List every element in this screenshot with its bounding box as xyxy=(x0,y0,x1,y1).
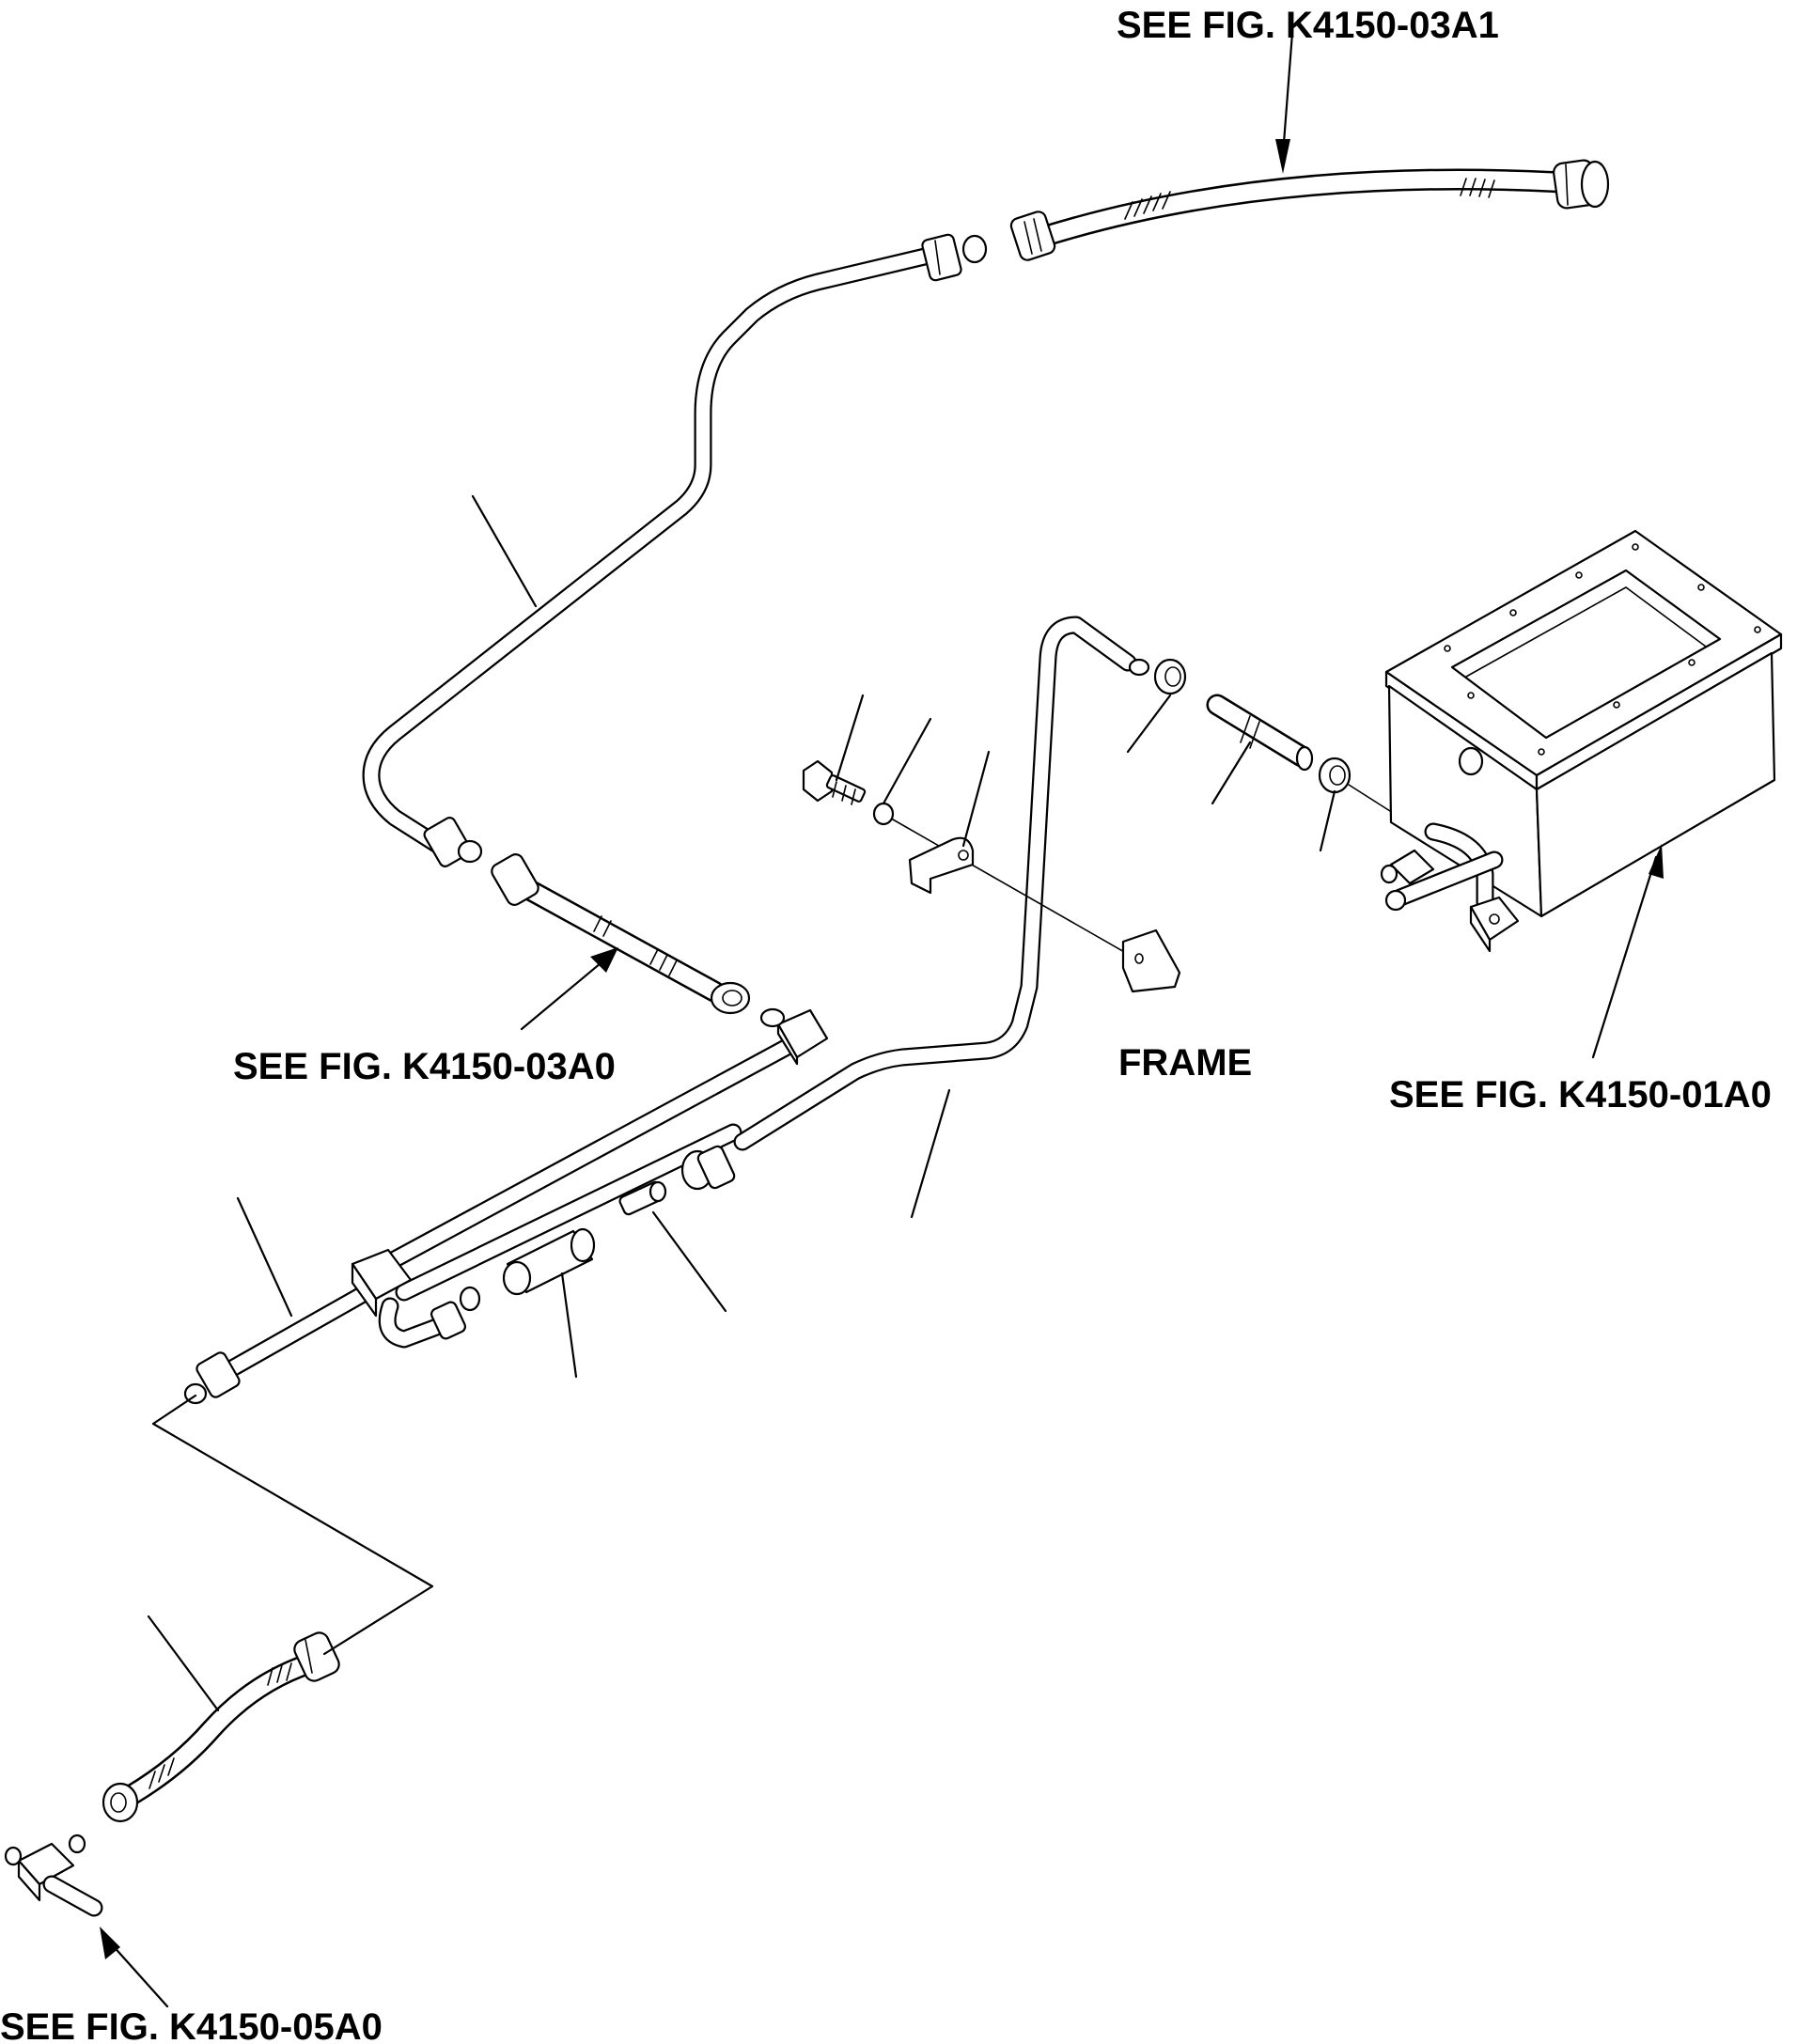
upper-steel-tube xyxy=(362,233,988,867)
lower-tube-assembly xyxy=(183,1007,829,1405)
reservoir-tank xyxy=(1380,529,1783,953)
mounting-hardware xyxy=(802,759,1181,993)
loose-fittings xyxy=(502,1145,736,1296)
lower-flex-hose xyxy=(4,1631,340,1917)
frame-return-tube xyxy=(733,616,1150,1151)
label-see-fig-01a0: SEE FIG. K4150-01A0 xyxy=(1389,1074,1772,1116)
label-see-fig-03a1: SEE FIG. K4150-03A1 xyxy=(1117,5,1499,46)
callout-leaders xyxy=(100,31,1664,2008)
hose-and-clamps xyxy=(1153,658,1401,819)
upper-flex-hose xyxy=(1009,159,1610,261)
label-see-fig-05a0: SEE FIG. K4150-05A0 xyxy=(0,2006,383,2044)
label-see-fig-03a0: SEE FIG. K4150-03A0 xyxy=(233,1046,616,1087)
label-frame: FRAME xyxy=(1118,1042,1252,1084)
middle-flex-hose xyxy=(491,853,751,1015)
